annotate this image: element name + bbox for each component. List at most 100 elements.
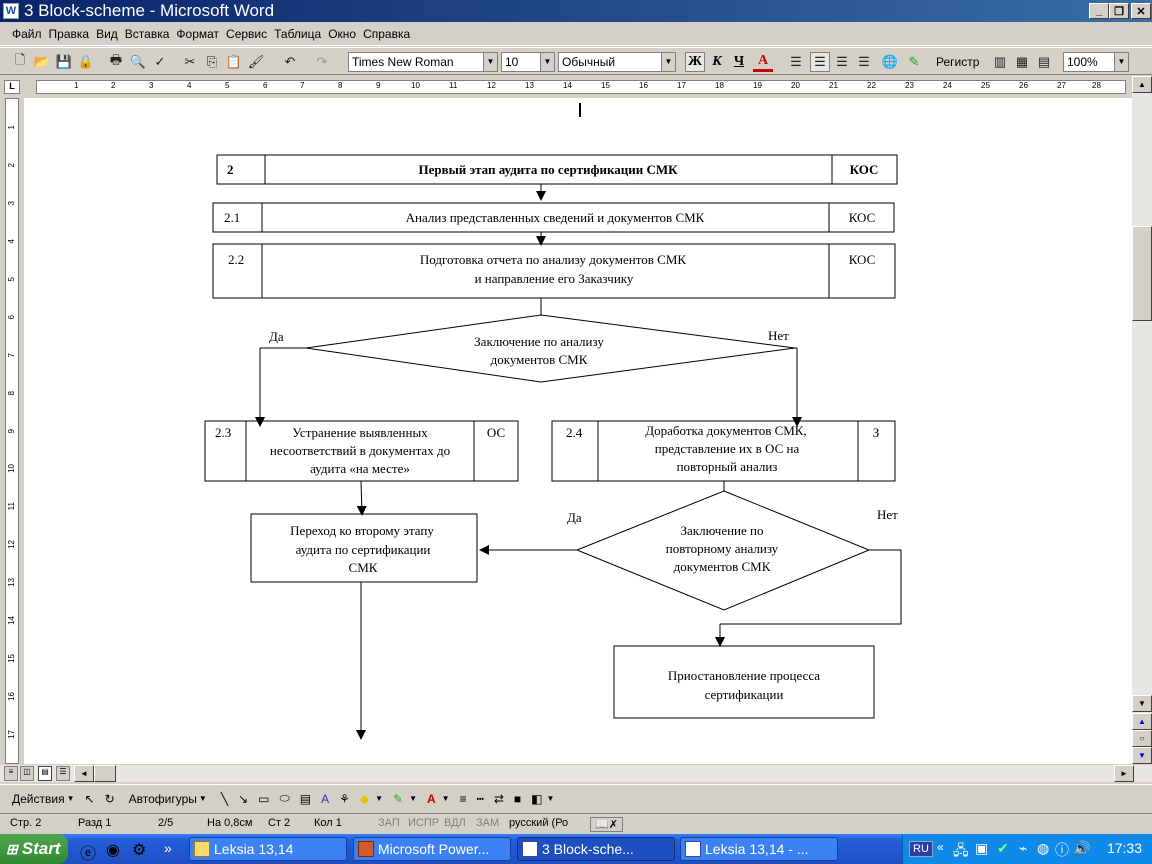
usb-icon[interactable]: ⌁ [1019, 840, 1028, 856]
text-box-icon[interactable]: ▤ [299, 791, 312, 806]
menu-view[interactable]: Вид [96, 26, 118, 41]
align-right-icon[interactable]: ☰ [836, 54, 848, 69]
horizontal-ruler[interactable]: L 1 2 3 4 5 6 7 8 9 10 11 12 13 14 15 16… [0, 76, 1152, 98]
firefox-icon[interactable]: ◉ [106, 842, 120, 859]
volume-icon[interactable]: 🔊 [1073, 840, 1091, 856]
normal-view-icon[interactable]: ≡ [4, 766, 18, 781]
scroll-right-button[interactable]: ► [1114, 765, 1134, 782]
step-2-1-box[interactable] [212, 202, 895, 233]
close-button[interactable]: ✕ [1131, 3, 1151, 19]
save-icon[interactable]: 💾 [55, 54, 73, 69]
step-2-box[interactable] [216, 154, 898, 185]
chevron-down-icon[interactable]: ▼ [546, 794, 555, 803]
vertical-ruler-track[interactable] [5, 98, 19, 764]
print-icon[interactable]: 🖶 [109, 52, 123, 67]
status-record[interactable]: ЗАП [378, 817, 400, 829]
menu-tools[interactable]: Сервис [226, 26, 268, 41]
free-rotate-icon[interactable]: ↻ [104, 791, 115, 806]
scroll-left-button[interactable]: ◄ [74, 765, 94, 782]
decision-1-diamond[interactable] [305, 314, 796, 383]
monitor-icon[interactable]: ▣ [975, 840, 989, 856]
align-center-icon[interactable]: ☰ [810, 52, 830, 72]
new-document-icon[interactable]: 🗋 [14, 52, 26, 67]
select-browse-object-icon[interactable]: ○ [1132, 730, 1152, 747]
italic-button[interactable]: К [712, 54, 722, 69]
wordart-icon[interactable]: A [321, 791, 330, 806]
copy-icon[interactable]: ⎘ [206, 54, 218, 69]
line-icon[interactable]: ╲ [220, 791, 229, 806]
actions-menu[interactable]: Действия [12, 791, 65, 806]
document-page[interactable]: 2 Первый этап аудита по сертификации СМК… [24, 98, 1132, 764]
previous-page-icon[interactable]: ▲ [1132, 713, 1152, 730]
redo-icon[interactable]: ↷ [316, 54, 328, 69]
clipart-icon[interactable]: ⚘ [339, 791, 350, 806]
rectangle-icon[interactable]: ▭ [258, 791, 270, 806]
task-powerpoint[interactable]: Microsoft Power... [353, 837, 511, 861]
app-icon[interactable]: ⚙ [132, 842, 147, 859]
font-name-select[interactable]: Times New Roman ▼ [348, 52, 498, 72]
step-2-2-box[interactable] [212, 243, 896, 299]
oval-icon[interactable]: ⬭ [279, 791, 290, 805]
dash-style-icon[interactable]: ┅ [476, 791, 484, 806]
task-word-block-scheme[interactable]: 3 Block-sche... [517, 837, 675, 861]
globe-icon[interactable]: 🌐 [881, 54, 899, 69]
menu-help[interactable]: Справка [363, 26, 411, 41]
vertical-ruler[interactable]: 1 2 3 4 5 6 7 8 9 10 11 12 13 14 15 16 1… [0, 98, 24, 764]
menu-file[interactable]: Файл [12, 26, 42, 41]
print-preview-icon[interactable]: 🔍 [129, 54, 147, 69]
font-color-button[interactable]: A [753, 52, 773, 72]
menu-table[interactable]: Таблица [274, 26, 322, 41]
task-leksia-folder[interactable]: Leksia 13,14 [189, 837, 347, 861]
paste-icon[interactable]: 📋 [225, 54, 243, 69]
line-color-icon[interactable]: ✎ [393, 791, 404, 806]
permission-icon[interactable]: 🔒 [77, 54, 95, 69]
select-objects-icon[interactable]: ↖ [84, 791, 95, 806]
restore-button[interactable]: ❐ [1109, 3, 1129, 19]
format-painter-icon[interactable]: 🖌 [247, 54, 265, 69]
spelling-status-icon[interactable]: 📖✗ [590, 817, 623, 832]
ruler-track[interactable] [36, 80, 1126, 94]
style-select[interactable]: Обычный ▼ [558, 52, 676, 72]
menu-format[interactable]: Формат [176, 26, 220, 41]
next-page-icon[interactable]: ▼ [1132, 747, 1152, 764]
font-color-icon[interactable]: A [426, 791, 436, 806]
fill-color-icon[interactable]: ◆ [359, 791, 370, 806]
spelling-icon[interactable]: ✓ [154, 54, 166, 69]
chevron-down-icon[interactable]: ▼ [483, 53, 497, 71]
security-icon[interactable]: ✔ [997, 840, 1009, 856]
menu-insert[interactable]: Вставка [124, 26, 170, 41]
decision-2-diamond[interactable] [575, 490, 871, 611]
info-icon[interactable]: ⓘ [1055, 842, 1069, 858]
zoom-select[interactable]: 100% ▼ [1063, 52, 1129, 72]
tray-expand-icon[interactable]: « [937, 840, 944, 854]
scroll-up-button[interactable]: ▲ [1132, 76, 1152, 93]
chevron-down-icon[interactable]: ▼ [441, 794, 450, 803]
chevron-down-icon[interactable]: ▼ [540, 53, 554, 71]
menu-window[interactable]: Окно [328, 26, 357, 41]
arrow-style-icon[interactable]: ⇄ [493, 791, 504, 806]
print-layout-icon[interactable]: ▤ [38, 766, 52, 781]
arrow-icon[interactable]: ↘ [238, 791, 249, 806]
autoshapes-menu[interactable]: Автофигуры [128, 791, 197, 806]
suspend-certification-box[interactable] [613, 645, 875, 719]
outline-view-icon[interactable]: ☰ [56, 766, 70, 781]
scroll-thumb[interactable] [1132, 226, 1152, 321]
open-folder-icon[interactable]: 📂 [33, 54, 51, 69]
excel-icon[interactable]: ▤ [1037, 54, 1051, 69]
vertical-scrollbar[interactable]: ▲ ▼ ▲ ○ ▼ [1132, 76, 1152, 764]
task-word-leksia[interactable]: Leksia 13,14 - ... [680, 837, 838, 861]
horizontal-scrollbar[interactable]: ≡ ◫ ▤ ☰ ◄ ► [0, 764, 1152, 782]
chevron-down-icon[interactable]: ▼ [375, 794, 383, 803]
status-extend[interactable]: ВДЛ [444, 817, 466, 829]
font-size-select[interactable]: 10 ▼ [501, 52, 555, 72]
change-case-button[interactable]: Регистр [936, 55, 980, 69]
web-view-icon[interactable]: ◫ [20, 766, 34, 781]
bold-button[interactable]: Ж [685, 52, 705, 72]
word-icon[interactable]: W [3, 3, 19, 19]
align-left-icon[interactable]: ☰ [790, 54, 802, 69]
second-stage-box[interactable] [250, 513, 478, 583]
chevron-down-icon[interactable]: ▼ [198, 794, 207, 803]
status-overtype[interactable]: ЗАМ [476, 817, 500, 829]
scroll-down-button[interactable]: ▼ [1132, 695, 1152, 712]
underline-button[interactable]: Ч [733, 54, 745, 69]
